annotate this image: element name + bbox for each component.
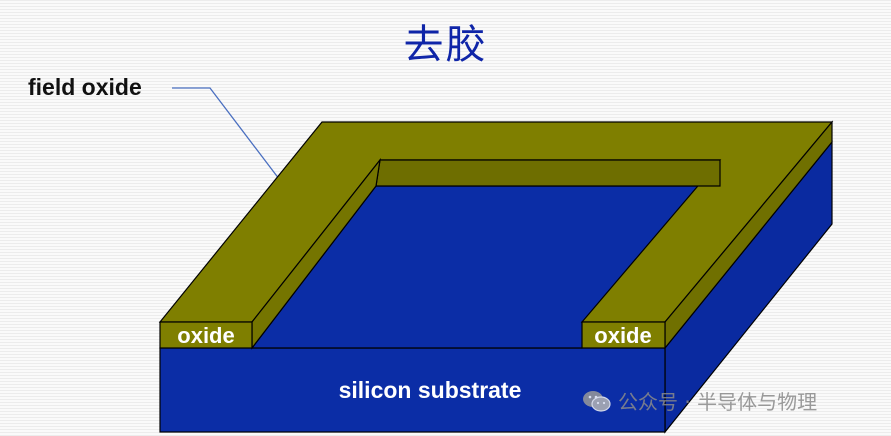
page-title: 去胶 [403, 22, 488, 68]
substrate-front-face [159, 347, 666, 433]
oxide-inner-back-wall [375, 159, 721, 187]
substrate-label: silicon substrate [339, 377, 522, 403]
watermark: 公众号 · 半导体与物理 [582, 386, 817, 415]
oxide-left-label: oxide [177, 323, 234, 348]
oxide-right-label: oxide [594, 323, 651, 348]
wechat-icon [583, 390, 611, 412]
watermark-text: 公众号 · 半导体与物理 [618, 390, 818, 414]
field-oxide-label: field oxide [28, 74, 142, 100]
oxide-right-front [581, 321, 666, 349]
field-oxide-leader-line [172, 87, 293, 197]
oxide-left-front [159, 321, 253, 349]
